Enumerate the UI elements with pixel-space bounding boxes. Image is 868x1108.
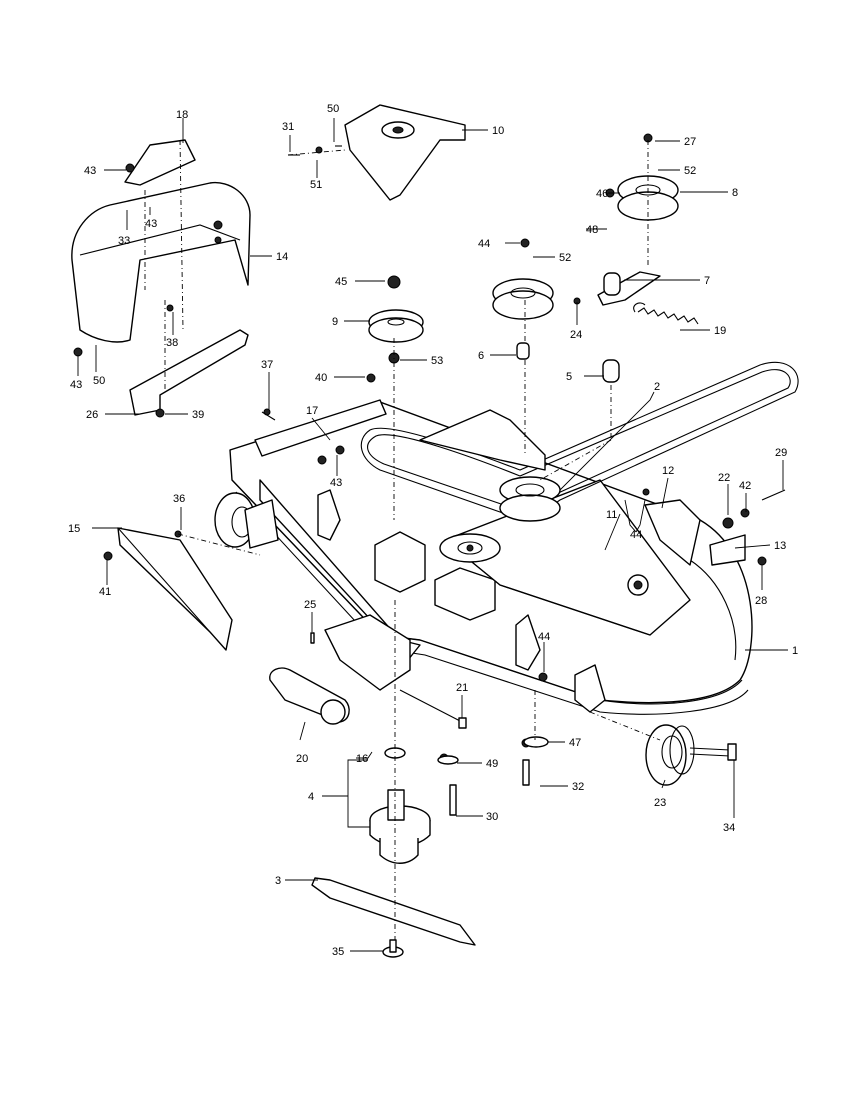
callout-49: 49 (486, 758, 498, 770)
callout-11: 11 (606, 509, 617, 521)
callout-2: 2 (654, 381, 660, 393)
callout-23: 23 (654, 797, 666, 809)
flat-idler-pulley (492, 278, 554, 320)
callout-40: 40 (315, 372, 327, 384)
callout-4: 4 (308, 791, 314, 803)
callout-27: 27 (684, 136, 696, 148)
center-idler-bracket (419, 409, 546, 471)
cutting-blade (311, 877, 476, 946)
callout-44-deck: 44 (538, 631, 550, 643)
callout-3: 3 (275, 875, 281, 887)
callout-19: 19 (714, 325, 726, 337)
callout-41: 41 (99, 586, 111, 598)
callout-50-top: 50 (327, 103, 339, 115)
rear-deck-cover (71, 181, 251, 343)
callout-52-top: 52 (559, 252, 571, 264)
callout-6: 6 (478, 350, 484, 362)
callout-45: 45 (335, 276, 347, 288)
callout-22: 22 (718, 472, 730, 484)
callout-36: 36 (173, 493, 185, 505)
callout-29: 29 (775, 447, 787, 459)
callout-25: 25 (304, 599, 316, 611)
callout-13: 13 (774, 540, 786, 552)
callout-35: 35 (332, 946, 344, 958)
callout-39: 39 (192, 409, 204, 421)
spacer-bushings (516, 342, 620, 383)
right-support-bracket (644, 499, 746, 566)
callout-12: 12 (662, 465, 674, 477)
callout-43-mid: 43 (145, 218, 157, 230)
callout-42: 42 (739, 480, 751, 492)
idler-spring (633, 302, 699, 325)
belt-guard-cover (344, 104, 466, 201)
callout-labels: 1 2 3 4 5 6 7 8 9 10 11 12 13 14 15 16 1… (68, 103, 798, 958)
callout-43-left: 43 (70, 379, 82, 391)
callout-1: 1 (792, 645, 798, 657)
callout-43-top: 43 (84, 165, 96, 177)
idler-arm (597, 271, 661, 306)
callout-46: 46 (596, 188, 608, 200)
callout-8: 8 (732, 187, 738, 199)
callout-48: 48 (586, 224, 598, 236)
deflector-bar (117, 527, 233, 651)
callout-10: 10 (492, 125, 504, 137)
callout-52-right: 52 (684, 165, 696, 177)
callout-21: 21 (456, 682, 468, 694)
callout-51: 51 (310, 179, 322, 191)
pins-and-bolts (261, 145, 786, 816)
callout-7: 7 (704, 275, 710, 287)
center-spindle-pulley (499, 476, 561, 522)
lift-arm-bracket (129, 329, 249, 416)
callout-44-right: 44 (630, 529, 642, 541)
callout-38: 38 (166, 337, 178, 349)
wheel-bolt (689, 743, 737, 761)
spindle-assembly (369, 747, 431, 864)
blade-bolt-washer (382, 939, 404, 958)
callout-14: 14 (276, 251, 288, 263)
callout-16: 16 (356, 753, 368, 765)
callout-5: 5 (566, 371, 572, 383)
callout-24: 24 (570, 329, 582, 341)
assembly-centerlines (144, 139, 661, 940)
callout-44-top: 44 (478, 238, 490, 250)
rear-hinge-bracket (124, 139, 196, 186)
callout-37: 37 (261, 359, 273, 371)
callout-31: 31 (282, 121, 294, 133)
right-gauge-wheel (645, 724, 695, 786)
callout-9: 9 (332, 316, 338, 328)
callout-15: 15 (68, 523, 80, 535)
callout-47: 47 (569, 737, 581, 749)
left-spindle-pulley (439, 533, 501, 563)
callout-33: 33 (118, 235, 130, 247)
callout-28: 28 (755, 595, 767, 607)
callout-34: 34 (723, 822, 735, 834)
callout-20: 20 (296, 753, 308, 765)
callout-43-deck: 43 (330, 477, 342, 489)
callout-18: 18 (176, 109, 188, 121)
callout-50-left: 50 (93, 375, 105, 387)
callout-53: 53 (431, 355, 443, 367)
callout-32: 32 (572, 781, 584, 793)
left-gauge-wheel (214, 492, 279, 549)
callout-leader-lines (77, 118, 788, 952)
callout-30: 30 (486, 811, 498, 823)
spindle-pulley (368, 309, 424, 343)
discharge-chute-roller (269, 667, 350, 725)
callout-17: 17 (306, 405, 318, 417)
callout-26: 26 (86, 409, 98, 421)
